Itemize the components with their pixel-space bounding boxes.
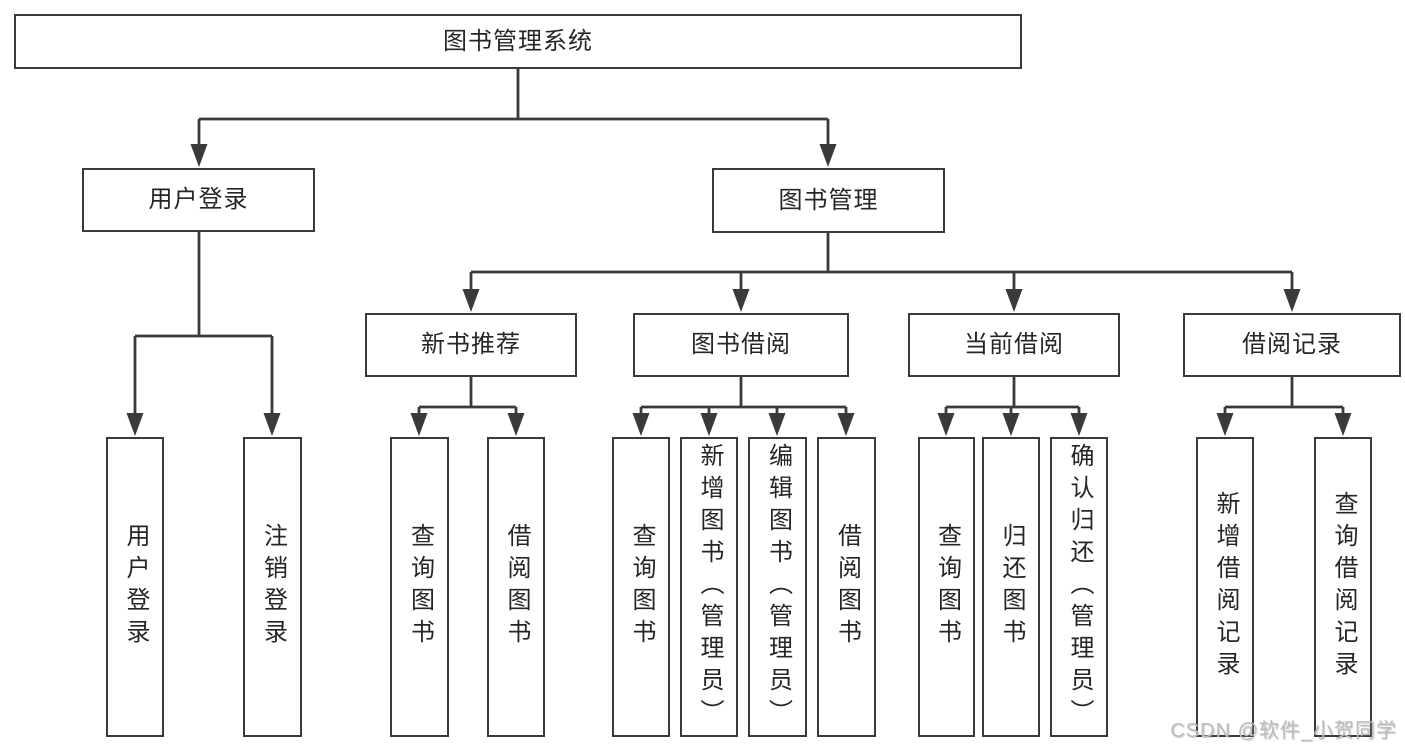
node-label: 查询图书 xyxy=(628,523,655,651)
node-new-book-recommend: 新书推荐 xyxy=(365,313,577,377)
node-confirm-return-admin: 确认归还（管理员） xyxy=(1050,437,1108,737)
node-label: 确认归还（管理员） xyxy=(1066,443,1093,731)
node-label: 图书管理系统 xyxy=(443,27,593,55)
node-label: 查询图书 xyxy=(406,523,434,651)
watermark: CSDN @软件_小贺同学 xyxy=(1170,720,1397,742)
arrowhead-icon xyxy=(937,413,955,436)
node-label: 借阅记录 xyxy=(1242,331,1342,358)
arrowhead-icon xyxy=(1070,413,1088,436)
node-edit-books-admin: 编辑图书（管理员） xyxy=(748,437,807,737)
node-user-login-group: 用户登录 xyxy=(82,168,315,232)
arrowhead-icon xyxy=(507,413,525,436)
node-borrow-books-1: 借阅图书 xyxy=(487,437,545,737)
arrowhead-icon xyxy=(190,144,208,167)
arrowhead-icon xyxy=(768,413,786,436)
node-label: 用户登录 xyxy=(122,523,149,651)
arrowhead-icon xyxy=(410,413,428,436)
node-query-books-2: 查询图书 xyxy=(612,437,670,737)
arrowhead-icon xyxy=(700,413,718,436)
node-query-borrow-record: 查询借阅记录 xyxy=(1314,437,1372,737)
node-root: 图书管理系统 xyxy=(14,14,1022,69)
node-label: 图书借阅 xyxy=(691,331,791,358)
node-label: 用户登录 xyxy=(148,186,249,213)
node-label: 查询借阅记录 xyxy=(1330,491,1357,683)
node-query-books-3: 查询图书 xyxy=(918,437,975,737)
node-label: 新增借阅记录 xyxy=(1212,491,1239,683)
node-label: 图书管理 xyxy=(778,186,879,214)
arrowhead-icon xyxy=(126,413,144,436)
arrowhead-icon xyxy=(732,289,750,312)
node-label: 编辑图书（管理员） xyxy=(764,443,792,731)
arrowhead-icon xyxy=(1283,289,1301,312)
node-logout: 注销登录 xyxy=(243,437,302,737)
node-label: 当前借阅 xyxy=(964,331,1064,358)
arrowhead-icon xyxy=(1334,413,1352,436)
arrowhead-icon xyxy=(462,289,480,312)
arrowhead-icon xyxy=(263,413,281,436)
node-current-borrowing: 当前借阅 xyxy=(908,313,1120,377)
node-add-borrow-record: 新增借阅记录 xyxy=(1196,437,1254,737)
node-label: 查询图书 xyxy=(933,523,961,651)
node-label: 借阅图书 xyxy=(833,523,861,651)
arrowhead-icon xyxy=(1002,413,1020,436)
arrowhead-icon xyxy=(837,413,855,436)
node-borrowing-records: 借阅记录 xyxy=(1183,313,1401,377)
node-label: 注销登录 xyxy=(259,523,287,651)
arrowhead-icon xyxy=(819,144,837,167)
node-add-books-admin: 新增图书（管理员） xyxy=(680,437,738,737)
arrowhead-icon xyxy=(1216,413,1234,436)
arrowhead-icon xyxy=(1005,289,1023,312)
node-borrow-books-2: 借阅图书 xyxy=(817,437,876,737)
node-user-login: 用户登录 xyxy=(106,437,164,737)
node-label: 新书推荐 xyxy=(421,331,521,358)
node-label: 归还图书 xyxy=(998,523,1025,651)
node-label: 新增图书（管理员） xyxy=(696,443,723,731)
node-book-borrowing: 图书借阅 xyxy=(633,313,849,377)
node-return-books: 归还图书 xyxy=(982,437,1040,737)
arrowhead-icon xyxy=(632,413,650,436)
node-query-books-1: 查询图书 xyxy=(390,437,449,737)
node-book-management: 图书管理 xyxy=(712,168,945,233)
node-label: 借阅图书 xyxy=(503,523,530,651)
